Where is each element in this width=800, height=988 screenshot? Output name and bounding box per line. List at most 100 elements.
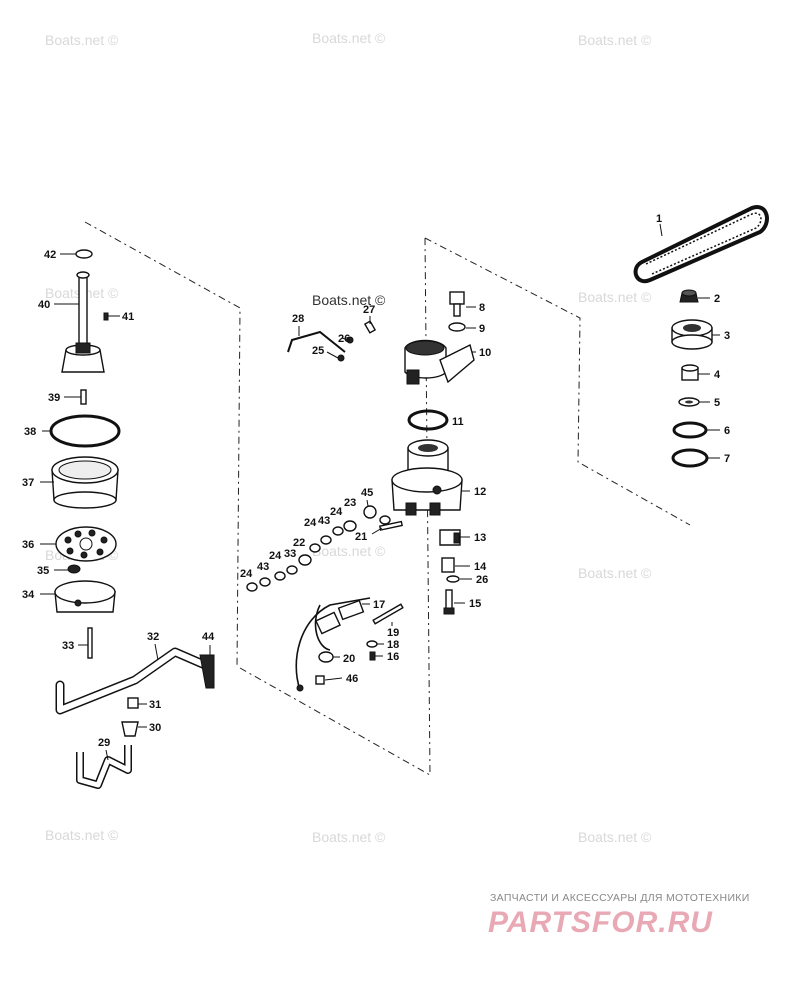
callout-38: 38 xyxy=(24,426,36,438)
callout-30: 30 xyxy=(149,722,161,734)
callout-39: 39 xyxy=(48,392,60,404)
watermark: Boats.net © xyxy=(312,829,386,845)
watermark: Boats.net © xyxy=(578,829,652,845)
part-44-fitting xyxy=(199,654,215,689)
part-40-shaft-top xyxy=(76,271,90,279)
callout-29: 29 xyxy=(98,737,110,749)
callout-33: 33 xyxy=(284,548,296,560)
part-38-o-ring xyxy=(49,414,121,448)
part-12-housing-bore xyxy=(418,444,438,452)
part-13-tab xyxy=(453,532,460,544)
part-18-washer xyxy=(366,640,378,648)
part-32-tube-inner xyxy=(57,649,208,713)
part-17-terminal xyxy=(296,684,304,692)
part-39-pin xyxy=(80,389,87,405)
callout-18: 18 xyxy=(387,639,399,651)
callout-24: 24 xyxy=(330,506,343,518)
part-31-clamp xyxy=(127,697,139,709)
callout-27: 27 xyxy=(363,304,375,316)
part-20-nut xyxy=(318,651,334,663)
part-2-nut-top xyxy=(681,289,697,297)
part-34-base-top xyxy=(54,580,116,604)
guide-line-right xyxy=(424,237,691,526)
callout-17: 17 xyxy=(373,599,385,611)
watermark: Boats.net © xyxy=(578,565,652,581)
part-6-ring xyxy=(672,421,708,439)
callout-24: 24 xyxy=(269,550,282,562)
part-37-flywheel-inner xyxy=(58,460,112,480)
callout-36: 36 xyxy=(22,539,34,551)
part-10-bore xyxy=(405,340,445,356)
part-5-washer-hole xyxy=(685,400,693,404)
part-3-pulley-base xyxy=(671,334,713,350)
callout-12: 12 xyxy=(474,486,486,498)
callout-9: 9 xyxy=(479,323,485,335)
part-14-clip xyxy=(441,557,455,573)
part-46-screw xyxy=(315,675,325,685)
callout-14: 14 xyxy=(474,561,487,573)
part-7-ring xyxy=(671,448,709,468)
watermark: Boats.net © xyxy=(312,30,386,46)
part-16-screw xyxy=(369,651,376,661)
callout-46: 46 xyxy=(346,673,358,685)
part-36-stator-coils xyxy=(64,529,108,559)
part-12-lug xyxy=(429,502,441,516)
part-21-screw xyxy=(378,520,403,531)
part-40-shaft xyxy=(78,274,88,346)
callout-24: 24 xyxy=(240,568,253,580)
part-25-screw xyxy=(337,354,345,362)
callout-3: 3 xyxy=(724,330,730,342)
callout-32: 32 xyxy=(147,631,159,643)
part-8-bolt-shank xyxy=(453,303,461,317)
callout-21: 21 xyxy=(355,531,367,543)
part-12-lug xyxy=(405,502,417,516)
callout-15: 15 xyxy=(469,598,481,610)
callout-43: 43 xyxy=(257,561,269,573)
callout-8: 8 xyxy=(479,302,485,314)
callout-6: 6 xyxy=(724,425,730,437)
watermark: Boats.net © xyxy=(45,827,119,843)
callout-16: 16 xyxy=(387,651,399,663)
watermark: Boats.net © xyxy=(578,32,652,48)
callout-13: 13 xyxy=(474,532,486,544)
callout-20: 20 xyxy=(343,653,355,665)
part-37-flywheel-base xyxy=(53,491,117,509)
part-42-washer xyxy=(75,249,93,259)
part-3-pulley-bore xyxy=(683,324,701,332)
part-33-screw xyxy=(87,627,93,659)
part-10-arm xyxy=(439,343,475,384)
part-17-coil xyxy=(315,611,341,635)
callout-37: 37 xyxy=(22,477,34,489)
part-27-screw xyxy=(363,320,377,334)
part-9-washer xyxy=(448,322,466,332)
part-19-bolt xyxy=(372,603,404,625)
part-15-bolt-head xyxy=(443,607,455,615)
callout-2: 2 xyxy=(714,293,720,305)
callout-42: 42 xyxy=(44,249,56,261)
callout-25: 25 xyxy=(312,345,324,357)
callout-45: 45 xyxy=(361,487,373,499)
watermark: Boats.net © xyxy=(578,289,652,305)
part-4-spacer-top xyxy=(681,364,699,372)
callout-41: 41 xyxy=(122,311,134,323)
callout-31: 31 xyxy=(149,699,161,711)
callout-40: 40 xyxy=(38,299,50,311)
footer-tagline: ЗАПЧАСТИ И АКСЕССУАРЫ ДЛЯ МОТОТЕХНИКИ xyxy=(490,892,750,904)
callout-22: 22 xyxy=(293,537,305,549)
callout-4: 4 xyxy=(714,369,721,381)
part-26-washer-lower xyxy=(446,575,460,583)
part-1-belt xyxy=(633,205,769,284)
callout-5: 5 xyxy=(714,397,720,409)
part-12-hole xyxy=(432,485,442,495)
callout-10: 10 xyxy=(479,347,491,359)
part-40-hub xyxy=(75,342,91,354)
part-17-coil-wire-b xyxy=(314,604,331,651)
callout-1: 1 xyxy=(656,213,662,225)
callout-28: 28 xyxy=(292,313,304,325)
watermark: Boats.net © xyxy=(312,292,386,308)
washer-nut-row xyxy=(246,505,391,592)
callouts: 42 40 41 39 38 37 36 35 34 33 32 44 31 3… xyxy=(22,213,730,761)
callout-34: 34 xyxy=(22,589,35,601)
callout-19: 19 xyxy=(387,627,399,639)
